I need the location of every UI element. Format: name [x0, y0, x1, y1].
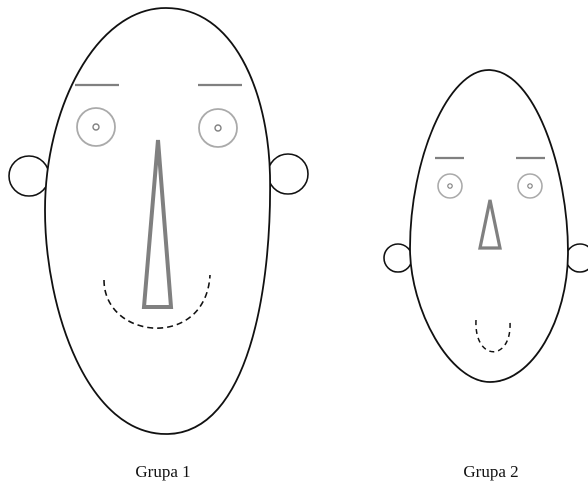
face-1-right-eye [198, 108, 238, 148]
face-group-1 [8, 7, 309, 435]
face-1-outline [44, 7, 271, 435]
face-2-left-ear [383, 243, 413, 273]
face-1-right-pupil [214, 124, 222, 132]
face-1-left-eye [76, 107, 116, 147]
face-1-nose [141, 139, 174, 309]
face-1-left-pupil [92, 123, 100, 131]
face-2-outline [409, 69, 569, 383]
face-2-right-pupil [527, 183, 533, 189]
face-2-left-pupil [447, 183, 453, 189]
face-group-2 [383, 69, 588, 383]
face-2-mouth [475, 319, 511, 353]
face-1-right-ear [267, 153, 309, 195]
face-2-right-eye [517, 173, 543, 199]
face-2-caption: Grupa 2 [463, 462, 519, 481]
face-1-caption: Grupa 1 [135, 462, 191, 481]
face-2-nose [478, 199, 502, 250]
face-2-right-ear [565, 243, 588, 273]
face-1-mouth [103, 274, 211, 329]
face-1-left-ear [8, 155, 50, 197]
face-2-left-eye [437, 173, 463, 199]
